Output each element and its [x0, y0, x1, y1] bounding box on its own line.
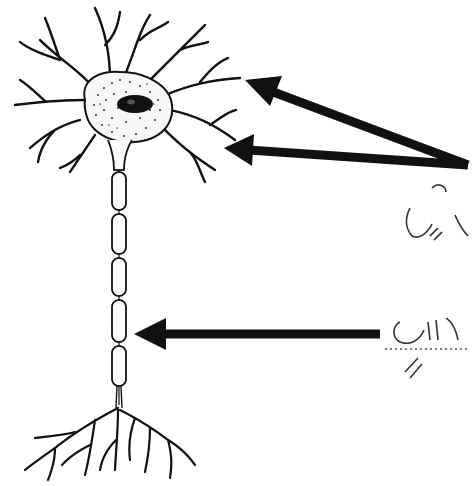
- axon-terminals: [25, 408, 195, 480]
- axon: [112, 170, 126, 408]
- nucleus: [117, 95, 153, 113]
- axon-hillock: [108, 140, 132, 170]
- pointer-arrows: [134, 76, 468, 350]
- myelin-sheath: [112, 172, 126, 386]
- cell-body: [84, 72, 172, 143]
